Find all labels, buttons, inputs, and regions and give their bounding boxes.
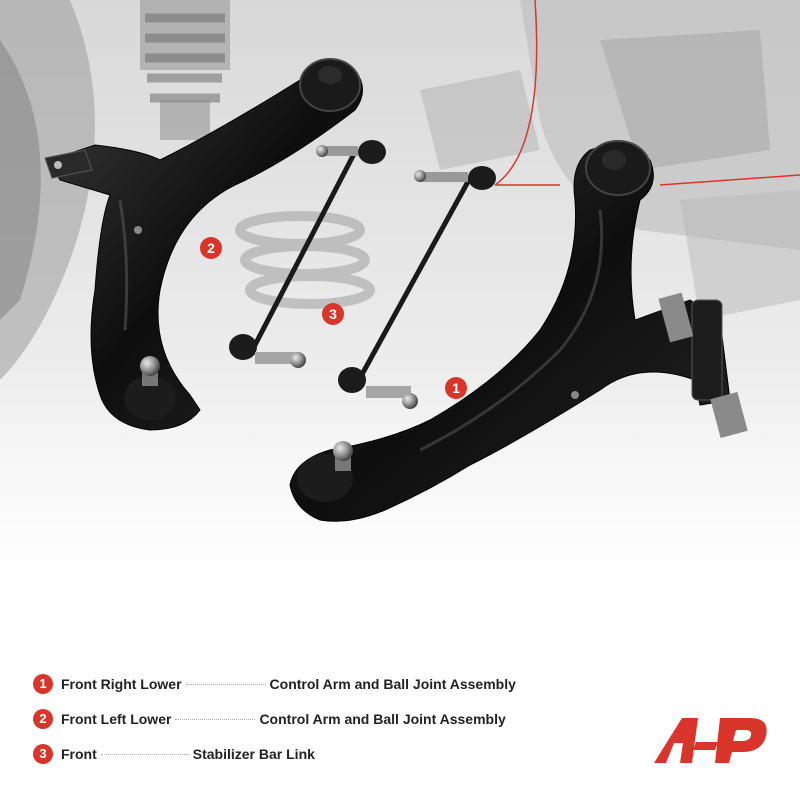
legend-part-name: Control Arm and Ball Joint Assembly (259, 711, 506, 727)
legend-position: Front Left Lower (61, 711, 172, 727)
legend-item-2: 2 Front Left Lower Control Arm and Ball … (33, 708, 593, 730)
parts-legend: 1 Front Right Lower Control Arm and Ball… (33, 673, 593, 778)
left-control-arm (44, 58, 363, 431)
callout-3: 3 (322, 303, 344, 325)
legend-number: 1 (33, 674, 53, 694)
legend-position: Front (61, 746, 97, 762)
legend-number: 3 (33, 744, 53, 764)
callout-2: 2 (200, 237, 222, 259)
callout-1: 1 (445, 377, 467, 399)
right-control-arm (289, 140, 748, 522)
stabilizer-bar-links (229, 140, 496, 409)
legend-part-name: Stabilizer Bar Link (192, 746, 315, 762)
brand-logo-icon (652, 708, 772, 768)
legend-number: 2 (33, 709, 53, 729)
legend-divider (100, 754, 189, 756)
legend-divider (185, 684, 266, 686)
legend-item-3: 3 Front Stabilizer Bar Link (33, 743, 593, 765)
legend-item-1: 1 Front Right Lower Control Arm and Ball… (33, 673, 593, 695)
product-photo: 2 3 1 (0, 0, 800, 640)
legend-position: Front Right Lower (61, 676, 182, 692)
legend-divider (175, 719, 256, 721)
legend-part-name: Control Arm and Ball Joint Assembly (269, 676, 516, 692)
